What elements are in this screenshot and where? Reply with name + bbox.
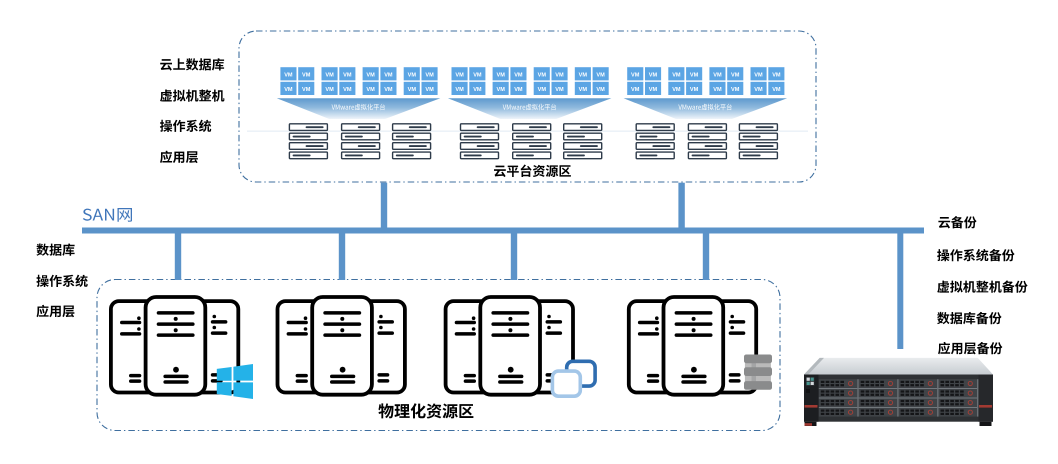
svg-text:VM: VM bbox=[425, 87, 434, 93]
svg-text:VM: VM bbox=[672, 73, 681, 79]
svg-text:VM: VM bbox=[408, 73, 417, 79]
svg-text:VM: VM bbox=[425, 73, 434, 79]
svg-text:VM: VM bbox=[596, 73, 605, 79]
svg-text:VM: VM bbox=[302, 87, 311, 93]
svg-text:VM: VM bbox=[455, 87, 464, 93]
svg-text:VM: VM bbox=[690, 87, 699, 93]
svg-text:VM: VM bbox=[772, 73, 781, 79]
svg-text:VM: VM bbox=[772, 87, 781, 93]
svg-text:VM: VM bbox=[284, 73, 293, 79]
svg-text:VM: VM bbox=[384, 87, 393, 93]
svg-text:VM: VM bbox=[731, 73, 740, 79]
svg-text:VM: VM bbox=[514, 73, 523, 79]
svg-text:VM: VM bbox=[596, 87, 605, 93]
svg-text:VM: VM bbox=[555, 87, 564, 93]
svg-text:VM: VM bbox=[497, 73, 506, 79]
svg-text:VM: VM bbox=[343, 73, 352, 79]
svg-text:VM: VM bbox=[514, 87, 523, 93]
svg-text:VM: VM bbox=[538, 87, 547, 93]
svg-text:VM: VM bbox=[579, 73, 588, 79]
svg-text:VM: VM bbox=[631, 73, 640, 79]
svg-text:VM: VM bbox=[343, 87, 352, 93]
svg-text:VM: VM bbox=[473, 87, 482, 93]
svg-text:VM: VM bbox=[631, 87, 640, 93]
svg-text:VM: VM bbox=[579, 87, 588, 93]
svg-text:VM: VM bbox=[672, 87, 681, 93]
svg-text:VM: VM bbox=[455, 73, 464, 79]
svg-text:VM: VM bbox=[497, 87, 506, 93]
svg-text:VM: VM bbox=[325, 87, 334, 93]
svg-text:VM: VM bbox=[690, 73, 699, 79]
svg-text:VM: VM bbox=[731, 87, 740, 93]
svg-text:VM: VM bbox=[538, 73, 547, 79]
svg-text:VM: VM bbox=[366, 73, 375, 79]
svg-text:VM: VM bbox=[649, 87, 658, 93]
svg-text:VM: VM bbox=[555, 73, 564, 79]
svg-text:VM: VM bbox=[713, 87, 722, 93]
svg-text:VM: VM bbox=[302, 73, 311, 79]
svg-text:VM: VM bbox=[754, 73, 763, 79]
svg-text:VM: VM bbox=[325, 73, 334, 79]
svg-text:VM: VM bbox=[408, 87, 417, 93]
svg-text:VM: VM bbox=[284, 87, 293, 93]
svg-text:VM: VM bbox=[649, 73, 658, 79]
svg-text:VM: VM bbox=[384, 73, 393, 79]
svg-text:VM: VM bbox=[473, 73, 482, 79]
svg-text:VM: VM bbox=[366, 87, 375, 93]
svg-text:VM: VM bbox=[754, 87, 763, 93]
svg-text:VM: VM bbox=[713, 73, 722, 79]
